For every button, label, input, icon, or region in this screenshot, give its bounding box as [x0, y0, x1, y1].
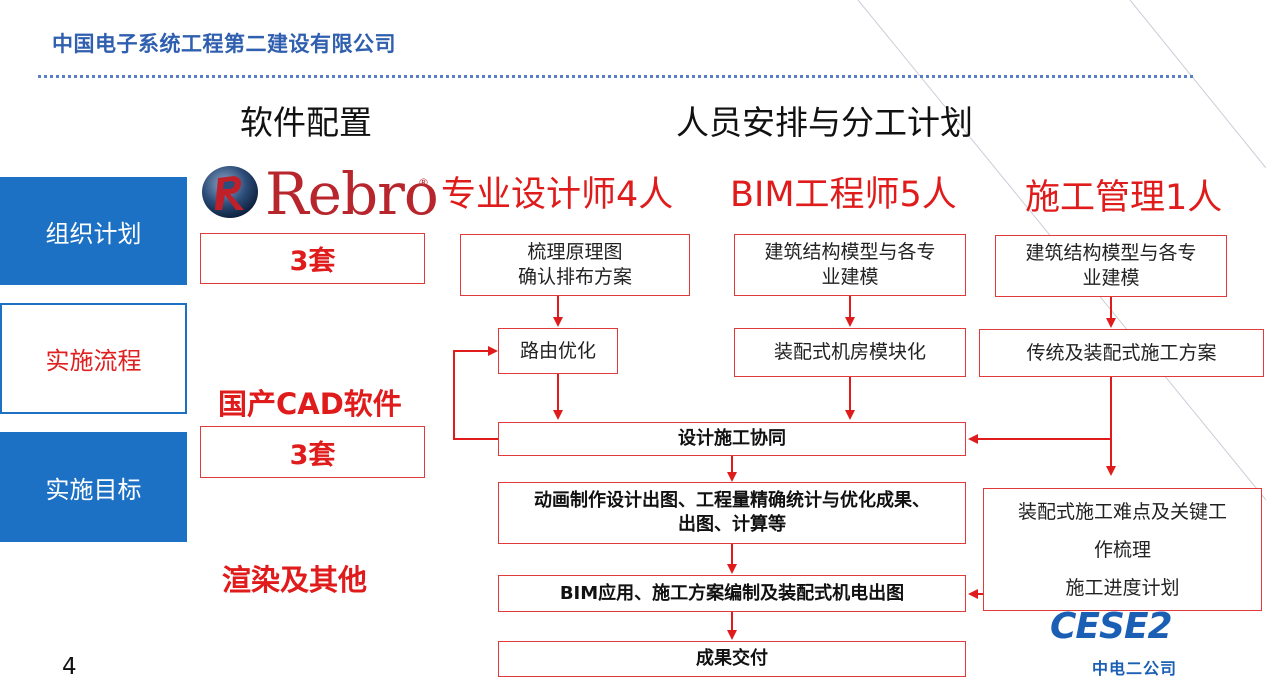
cad-count: 3套	[289, 439, 336, 471]
cad-count-box: 3套	[200, 426, 425, 478]
flow-box-animation-drawings: 动画制作设计出图、工程量精确统计与优化成果、 出图、计算等	[498, 482, 966, 544]
flow-box-construction-difficulties: 装配式施工难点及关键工 作梳理 施工进度计划	[983, 488, 1262, 611]
staff-plan-heading: 人员安排与分工计划	[676, 103, 973, 142]
flow-text: 路由优化	[519, 339, 596, 362]
sidebar-item-implementation-process[interactable]: 实施流程	[0, 303, 187, 414]
software-config-heading: 软件配置	[240, 103, 372, 142]
header-divider	[38, 75, 1193, 78]
flow-text: 设计施工协同	[678, 428, 786, 449]
rebro-logo-text: Rebro	[265, 160, 439, 228]
flow-box-design-construction-collab: 设计施工协同	[498, 422, 966, 456]
flow-text: 成果交付	[696, 648, 768, 669]
cese-logo-text: CESE2	[1050, 606, 1173, 647]
registered-mark: ®	[418, 176, 429, 189]
flow-text: 建筑结构模型与各专	[764, 241, 936, 263]
flow-box-designer-schematic: 梳理原理图 确认排布方案	[460, 234, 690, 296]
flow-text: 作梳理	[1093, 538, 1151, 561]
sidebar-item-label: 实施目标	[45, 475, 142, 504]
bim-engineer-role-title: BIM工程师5人	[730, 175, 957, 215]
flow-text: BIM应用、施工方案编制及装配式机电出图	[559, 582, 905, 604]
rebro-logo-icon	[202, 166, 258, 218]
rebro-count: 3套	[289, 246, 336, 277]
flow-text: 建筑结构模型与各专	[1025, 242, 1197, 264]
construction-mgmt-role-title: 施工管理1人	[1025, 178, 1223, 218]
flow-box-bim-modeling: 建筑结构模型与各专 业建模	[734, 234, 966, 296]
flow-text: 施工进度计划	[1065, 576, 1180, 599]
sidebar-item-implementation-goal[interactable]: 实施目标	[0, 432, 187, 542]
cese-logo-subtitle: 中电二公司	[1092, 659, 1178, 678]
sidebar-item-label: 实施流程	[45, 347, 142, 375]
render-label: 渲染及其他	[222, 563, 368, 597]
flow-text: 动画制作设计出图、工程量精确统计与优化成果、	[534, 490, 930, 511]
flow-text: 装配式施工难点及关键工	[1017, 500, 1227, 523]
flow-text: 梳理原理图	[527, 241, 623, 263]
flow-box-bim-application: BIM应用、施工方案编制及装配式机电出图	[498, 575, 966, 612]
flow-text: 确认排布方案	[517, 266, 632, 288]
page-number: 4	[62, 654, 77, 680]
cad-software-label: 国产CAD软件	[218, 387, 402, 421]
designer-role-title: 专业设计师4人	[441, 175, 674, 215]
flow-text: 出图、计算等	[678, 514, 786, 535]
flow-text: 业建模	[1082, 267, 1140, 289]
sidebar-item-organization-plan[interactable]: 组织计划	[0, 177, 187, 285]
flow-text: 装配式机房模块化	[773, 341, 926, 363]
flow-text: 传统及装配式施工方案	[1026, 341, 1217, 364]
flow-box-route-optimization: 路由优化	[498, 328, 618, 374]
flow-box-prefab-machine-room: 装配式机房模块化	[734, 328, 966, 377]
flow-box-construction-plan: 传统及装配式施工方案	[979, 329, 1264, 377]
company-name: 中国电子系统工程第二建设有限公司	[52, 32, 396, 56]
rebro-count-box: 3套	[200, 233, 425, 284]
flow-text: 业建模	[821, 266, 879, 288]
flow-box-construction-modeling: 建筑结构模型与各专 业建模	[995, 235, 1227, 297]
sidebar-item-label: 组织计划	[45, 219, 142, 248]
flow-box-deliverables: 成果交付	[498, 641, 966, 677]
